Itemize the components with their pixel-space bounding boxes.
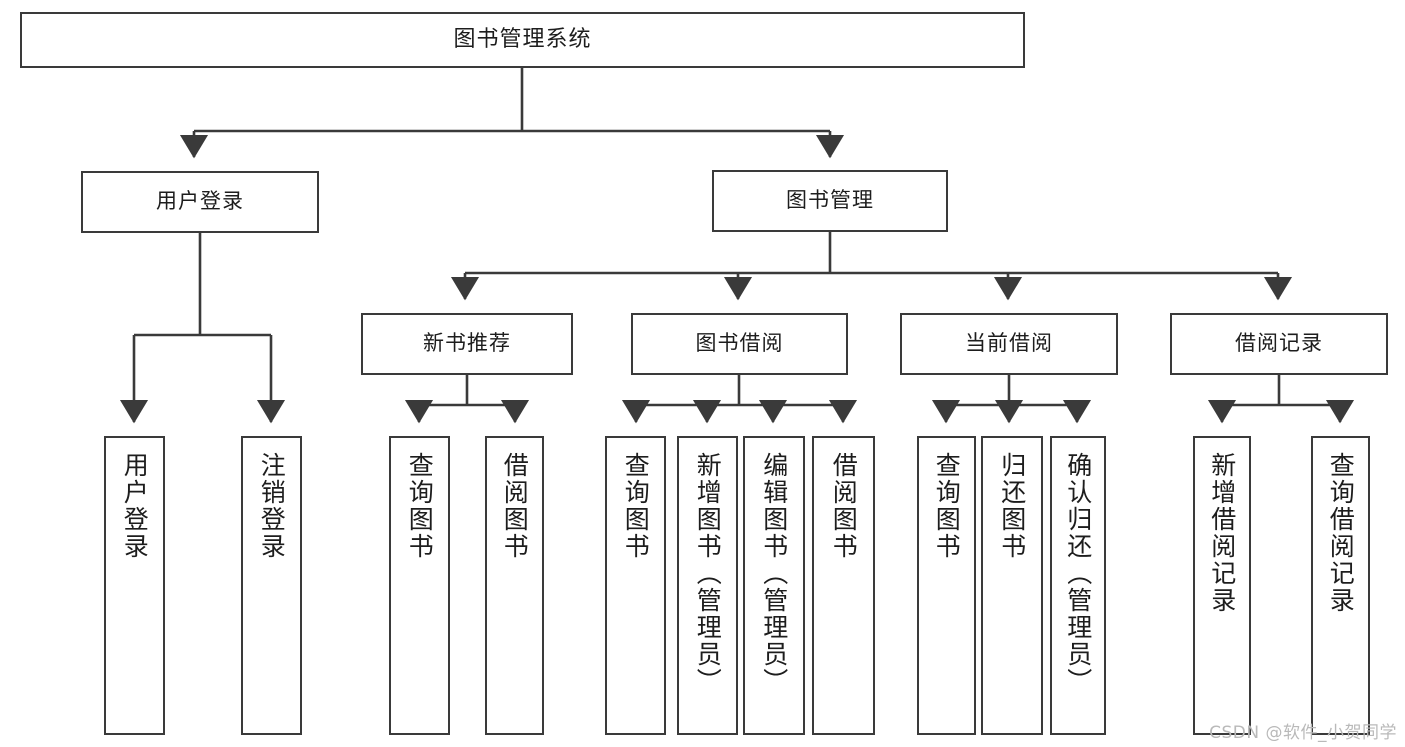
node-nb-borrow-book[interactable]: 借阅图书 [485, 436, 544, 735]
node-cur-return-book-label: 归还图书 [997, 452, 1027, 560]
node-user-login-module[interactable]: 用户登录 [81, 171, 319, 233]
node-current-borrow[interactable]: 当前借阅 [900, 313, 1118, 375]
node-nb-borrow-book-label: 借阅图书 [500, 452, 530, 560]
node-bw-query-book-label: 查询图书 [621, 452, 651, 560]
node-cur-query-book-label: 查询图书 [932, 452, 962, 560]
node-user-login-label: 用户登录 [120, 452, 150, 560]
node-book-borrow-label: 图书借阅 [695, 331, 784, 356]
node-cur-confirm[interactable]: 确认归还（管理员） [1050, 436, 1106, 735]
node-cur-return-book[interactable]: 归还图书 [981, 436, 1043, 735]
node-bw-borrow-book[interactable]: 借阅图书 [812, 436, 875, 735]
node-cur-confirm-label: 确认归还（管理员） [1063, 452, 1093, 695]
node-bw-add-book-label: 新增图书（管理员） [693, 452, 723, 695]
node-book-borrow[interactable]: 图书借阅 [631, 313, 848, 375]
node-user-login[interactable]: 用户登录 [104, 436, 165, 735]
node-book-management-module[interactable]: 图书管理 [712, 170, 948, 232]
node-user-logout-label: 注销登录 [257, 452, 287, 560]
node-root-label: 图书管理系统 [453, 26, 592, 52]
node-bw-query-book[interactable]: 查询图书 [605, 436, 666, 735]
node-rec-add-record[interactable]: 新增借阅记录 [1193, 436, 1251, 735]
node-user-logout[interactable]: 注销登录 [241, 436, 302, 735]
node-rec-query-record[interactable]: 查询借阅记录 [1311, 436, 1370, 735]
node-bw-add-book[interactable]: 新增图书（管理员） [677, 436, 738, 735]
node-bw-edit-book-label: 编辑图书（管理员） [759, 452, 789, 695]
node-nb-query-book-label: 查询图书 [405, 452, 435, 560]
node-current-borrow-label: 当前借阅 [965, 331, 1053, 356]
node-new-book-recommend[interactable]: 新书推荐 [361, 313, 573, 375]
node-new-book-recommend-label: 新书推荐 [423, 331, 511, 356]
node-rec-add-record-label: 新增借阅记录 [1207, 452, 1237, 614]
node-book-management-module-label: 图书管理 [786, 188, 874, 213]
node-user-login-module-label: 用户登录 [156, 189, 244, 214]
node-borrow-record[interactable]: 借阅记录 [1170, 313, 1388, 375]
node-nb-query-book[interactable]: 查询图书 [389, 436, 450, 735]
node-rec-query-record-label: 查询借阅记录 [1326, 452, 1356, 614]
node-cur-query-book[interactable]: 查询图书 [917, 436, 976, 735]
node-bw-borrow-book-label: 借阅图书 [829, 452, 859, 560]
node-root[interactable]: 图书管理系统 [20, 12, 1025, 68]
node-borrow-record-label: 借阅记录 [1235, 331, 1323, 356]
node-bw-edit-book[interactable]: 编辑图书（管理员） [743, 436, 805, 735]
